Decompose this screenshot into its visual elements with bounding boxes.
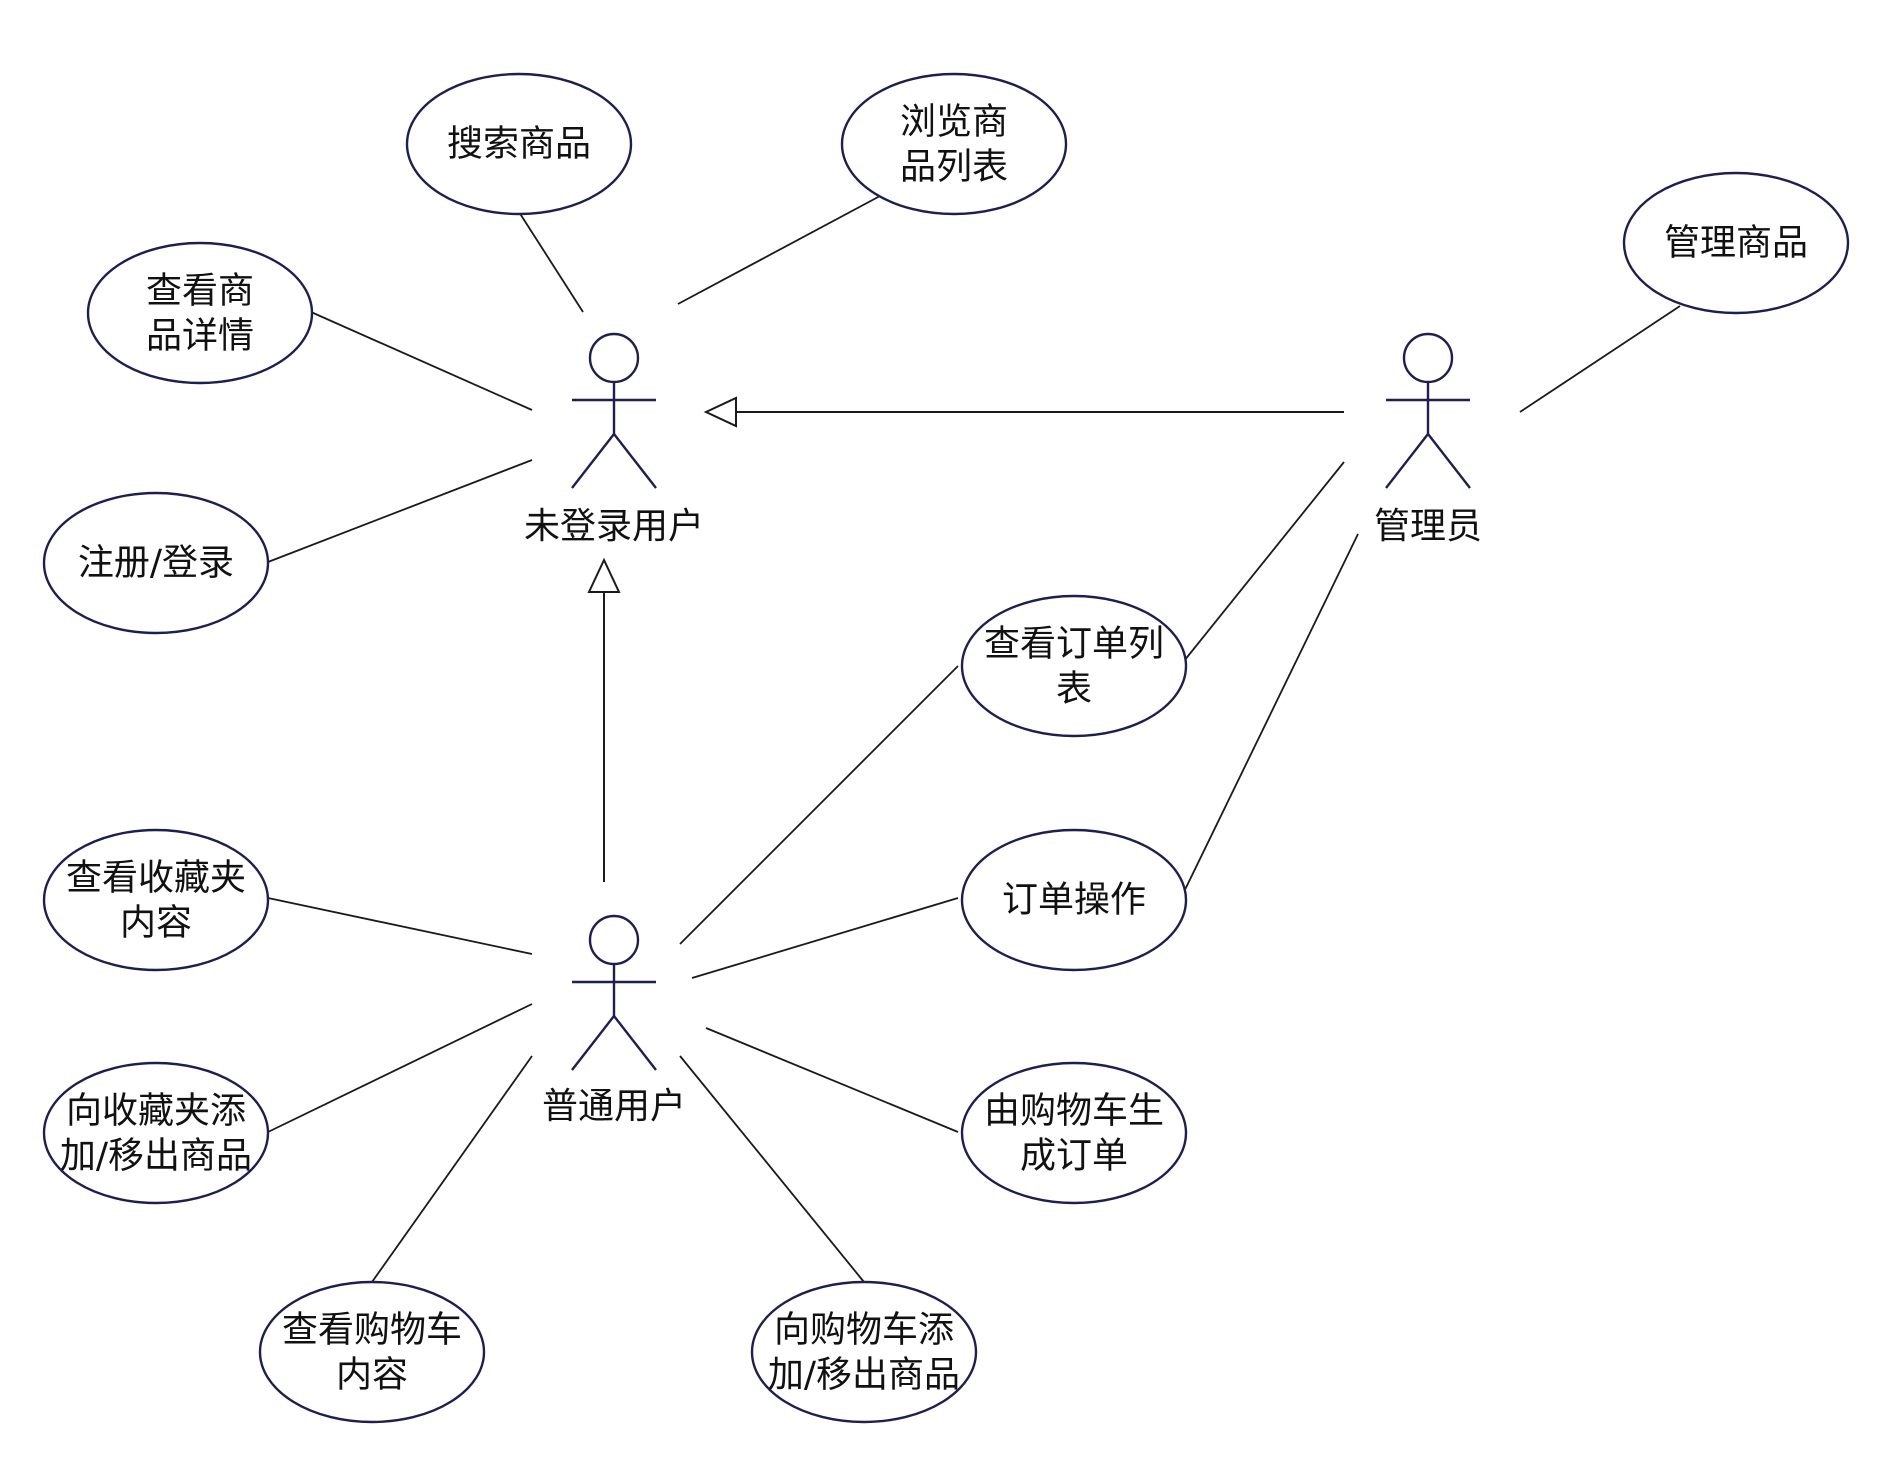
assoc-view-detail xyxy=(310,311,533,411)
usecase-edit-favorites[interactable]: 向收藏夹添 加/移出商品 xyxy=(42,1061,270,1205)
usecase-view-detail[interactable]: 查看商 品详情 xyxy=(86,241,314,385)
assoc-search xyxy=(518,211,584,313)
generalization-arrowhead xyxy=(703,396,737,428)
svg-text:管理商品: 管理商品 xyxy=(1664,223,1808,264)
assoc-cart-to-order xyxy=(705,1027,959,1133)
svg-text:成订单: 成订单 xyxy=(1020,1136,1128,1177)
usecase-register-login[interactable]: 注册/登录 xyxy=(42,491,270,635)
svg-text:由购物车生: 由购物车生 xyxy=(984,1091,1164,1132)
assoc-browse-list xyxy=(677,195,881,305)
assoc-edit-cart xyxy=(679,1055,865,1283)
svg-text:查看订单列: 查看订单列 xyxy=(984,624,1164,665)
svg-text:注册/登录: 注册/登录 xyxy=(78,543,234,584)
assoc-user-order-ops xyxy=(691,897,959,979)
assoc-edit-favorites xyxy=(267,1003,533,1133)
svg-text:品列表: 品列表 xyxy=(900,147,1008,188)
assoc-register-login xyxy=(267,459,533,563)
usecase-view-favorites[interactable]: 查看收藏夹 内容 xyxy=(42,828,270,972)
actor-head xyxy=(588,914,640,966)
assoc-view-favorites xyxy=(267,897,533,955)
generalization-admin-to-guest xyxy=(703,396,1344,428)
usecase-view-cart[interactable]: 查看购物车 内容 xyxy=(258,1280,486,1424)
assoc-user-view-orders xyxy=(679,665,959,945)
assoc-manage-goods xyxy=(1519,305,1681,413)
svg-text:查看购物车: 查看购物车 xyxy=(282,1310,462,1351)
svg-text:内容: 内容 xyxy=(120,903,192,944)
actor-guest[interactable] xyxy=(571,332,657,489)
svg-text:订单操作: 订单操作 xyxy=(1002,880,1146,921)
svg-text:品详情: 品详情 xyxy=(146,316,254,357)
usecase-order-ops[interactable]: 订单操作 xyxy=(960,828,1188,972)
associations xyxy=(267,195,1681,1283)
generalization-user-to-guest xyxy=(587,557,621,882)
usecase-edit-cart[interactable]: 向购物车添 加/移出商品 xyxy=(750,1280,978,1424)
actor-head xyxy=(1402,332,1454,384)
generalization-arrowhead xyxy=(587,557,621,593)
svg-text:浏览商: 浏览商 xyxy=(900,102,1008,143)
svg-text:加/移出商品: 加/移出商品 xyxy=(60,1136,252,1177)
usecase-browse-list[interactable]: 浏览商 品列表 xyxy=(840,72,1068,216)
svg-text:向购物车添: 向购物车添 xyxy=(774,1310,954,1351)
usecase-manage-goods[interactable]: 管理商品 xyxy=(1622,171,1850,315)
actor-head xyxy=(588,332,640,384)
assoc-admin-view-orders xyxy=(1179,461,1345,667)
svg-text:查看商: 查看商 xyxy=(146,271,254,312)
svg-text:加/移出商品: 加/移出商品 xyxy=(768,1355,960,1396)
usecase-cart-to-order[interactable]: 由购物车生 成订单 xyxy=(960,1061,1188,1205)
actor-label-guest: 未登录用户 xyxy=(524,506,704,547)
svg-text:向收藏夹添: 向收藏夹添 xyxy=(66,1091,246,1132)
svg-text:查看收藏夹: 查看收藏夹 xyxy=(66,858,246,899)
svg-text:搜索商品: 搜索商品 xyxy=(447,124,591,165)
assoc-view-cart xyxy=(371,1055,533,1283)
assoc-admin-order-ops xyxy=(1179,533,1359,901)
svg-text:内容: 内容 xyxy=(336,1355,408,1396)
actor-admin[interactable] xyxy=(1385,332,1471,489)
usecase-search[interactable]: 搜索商品 xyxy=(405,72,633,216)
actor-user[interactable] xyxy=(571,914,657,1071)
svg-text:表: 表 xyxy=(1056,669,1092,710)
actor-label-admin: 管理员 xyxy=(1374,506,1482,547)
usecase-view-orders[interactable]: 查看订单列 表 xyxy=(960,594,1188,738)
actor-label-user: 普通用户 xyxy=(542,1086,686,1127)
